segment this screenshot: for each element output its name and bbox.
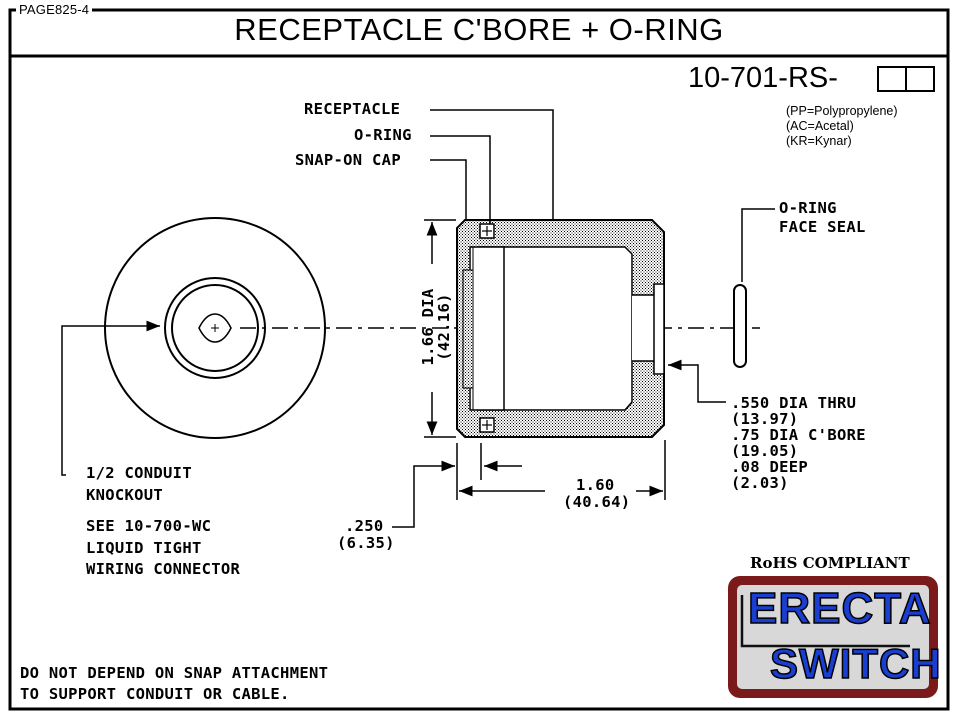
warning-line-2: TO SUPPORT CONDUIT OR CABLE. — [20, 685, 290, 703]
deep-label-inch: .08 DEEP — [731, 458, 809, 476]
section-view — [456, 219, 665, 438]
option-box-2 — [905, 66, 935, 92]
face-seal-leader — [741, 208, 775, 282]
thru-label-mm: (13.97) — [731, 410, 799, 428]
thru-label-inch: .550 DIA THRU — [731, 394, 857, 412]
cbore-label-inch: .75 DIA C'BORE — [731, 426, 866, 444]
end-view — [104, 217, 326, 439]
face-seal-oring — [733, 284, 747, 368]
offset-label-inch: .250 — [345, 517, 384, 535]
part-number: 10-701-RS- — [688, 62, 838, 94]
length-label-mm: (40.64) — [563, 493, 631, 511]
knockout-label-2: KNOCKOUT — [86, 486, 164, 504]
snap-on-cap-label: SNAP-ON CAP — [295, 151, 401, 169]
see-connector-2: LIQUID TIGHT — [86, 539, 202, 557]
knockout-label-1: 1/2 CONDUIT — [86, 464, 192, 482]
material-option-ac: (AC=Acetal) — [786, 119, 854, 133]
length-label-inch: 1.60 — [576, 476, 615, 494]
see-connector-3: WIRING CONNECTOR — [86, 560, 241, 578]
see-connector-1: SEE 10-700-WC — [86, 517, 212, 535]
offset-label-mm: (6.35) — [337, 534, 395, 552]
deep-label-mm: (2.03) — [731, 474, 789, 492]
warning-line-1: DO NOT DEPEND ON SNAP ATTACHMENT — [20, 664, 329, 682]
outer-frame — [8, 8, 950, 711]
company-logo — [728, 576, 938, 698]
dia-label-mm: (42.16) — [435, 293, 453, 361]
logo-word-switch: SWITCH — [769, 639, 942, 688]
dia-dimension — [424, 219, 456, 438]
page-id: PAGE825-4 — [16, 2, 93, 17]
page-title: RECEPTACLE C'BORE + O-RING — [234, 12, 724, 47]
material-option-pp: (PP=Polypropylene) — [786, 104, 898, 118]
length-dimension — [392, 440, 666, 528]
knockout-leader — [61, 320, 160, 476]
material-option-kr: (KR=Kynar) — [786, 134, 852, 148]
rohs-label: RoHS COMPLIANT — [750, 554, 910, 572]
thru-leader — [668, 359, 726, 403]
face-seal-label-2: FACE SEAL — [779, 218, 866, 236]
callout-leaders — [430, 109, 554, 224]
o-ring-label: O-RING — [354, 126, 412, 144]
receptacle-label: RECEPTACLE — [304, 100, 401, 118]
cbore-label-mm: (19.05) — [731, 442, 799, 460]
face-seal-label-1: O-RING — [779, 199, 837, 217]
logo-word-erecta: ERECTA — [747, 583, 932, 634]
option-box-1 — [877, 66, 907, 92]
